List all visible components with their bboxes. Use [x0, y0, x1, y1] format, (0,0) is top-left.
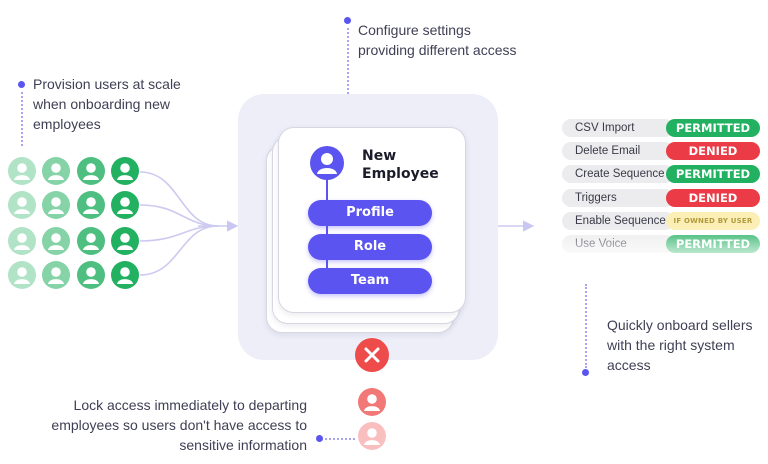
user-avatar-icon: [42, 157, 70, 185]
employee-title: New Employee: [362, 147, 439, 183]
user-avatar-icon: [8, 227, 36, 255]
caption-dot: [316, 435, 323, 442]
user-avatar-icon: [77, 157, 105, 185]
user-avatar-icon: [77, 227, 105, 255]
permission-status-badge: DENIED: [666, 188, 760, 207]
title-line: New: [362, 148, 397, 164]
provision-caption: Provision users at scale when onboarding…: [33, 74, 181, 134]
caption-line: employees so users don't have access to: [51, 417, 307, 433]
caption-line: Lock access immediately to departing: [73, 397, 307, 413]
permission-status-badge: IF OWNED BY USER: [666, 211, 760, 230]
permission-status-badge: PERMITTED: [666, 119, 760, 137]
caption-line: access: [607, 357, 651, 373]
close-x-icon[interactable]: [355, 338, 389, 372]
title-line: Employee: [362, 166, 439, 182]
user-avatar-icon: [42, 227, 70, 255]
user-avatar-icon: [111, 191, 139, 219]
caption-dot: [18, 81, 25, 88]
onboard-caption: Quickly onboard sellers with the right s…: [607, 315, 753, 375]
departing-user-icon: [358, 422, 386, 450]
user-avatar-icon: [77, 191, 105, 219]
user-avatar-icon: [111, 227, 139, 255]
caption-line: employees: [33, 116, 101, 132]
configure-caption: Configure settings providing different a…: [358, 20, 517, 60]
caption-dot: [344, 17, 351, 24]
team-pill[interactable]: Team: [308, 268, 432, 294]
caption-leader: [325, 438, 355, 440]
caption-line: providing different access: [358, 42, 517, 58]
caption-line: Quickly onboard sellers: [607, 317, 753, 333]
permission-label: Create Sequence: [562, 165, 674, 184]
profile-pill[interactable]: Profile: [308, 200, 432, 226]
list-fade: [556, 226, 768, 276]
permission-label: Enable Sequence: [562, 211, 674, 230]
caption-line: Provision users at scale: [33, 76, 181, 92]
caption-line: sensitive information: [179, 437, 307, 453]
caption-leader: [585, 284, 587, 368]
user-avatar-icon: [8, 261, 36, 289]
user-avatar-icon: [111, 157, 139, 185]
user-avatar-icon: [8, 157, 36, 185]
caption-line: with the right system: [607, 337, 735, 353]
user-avatar-icon: [77, 261, 105, 289]
permission-label: Triggers: [562, 188, 674, 207]
role-pill[interactable]: Role: [308, 234, 432, 260]
user-avatar-icon: [42, 261, 70, 289]
user-avatar-icon: [8, 191, 36, 219]
permission-status-badge: DENIED: [666, 142, 760, 161]
lock-caption: Lock access immediately to departing emp…: [30, 395, 307, 455]
caption-dot: [582, 369, 589, 376]
caption-line: Configure settings: [358, 22, 471, 38]
permission-label: CSV Import: [562, 119, 674, 137]
permission-status-badge: PERMITTED: [666, 165, 760, 184]
permission-label: Delete Email: [562, 142, 674, 161]
departing-user-icon: [358, 388, 386, 416]
caption-leader: [21, 92, 23, 146]
user-avatar-icon: [111, 261, 139, 289]
attribute-connector: [326, 180, 328, 280]
caption-line: when onboarding new: [33, 96, 170, 112]
user-avatar-icon: [42, 191, 70, 219]
user-avatar-icon: [310, 146, 344, 180]
